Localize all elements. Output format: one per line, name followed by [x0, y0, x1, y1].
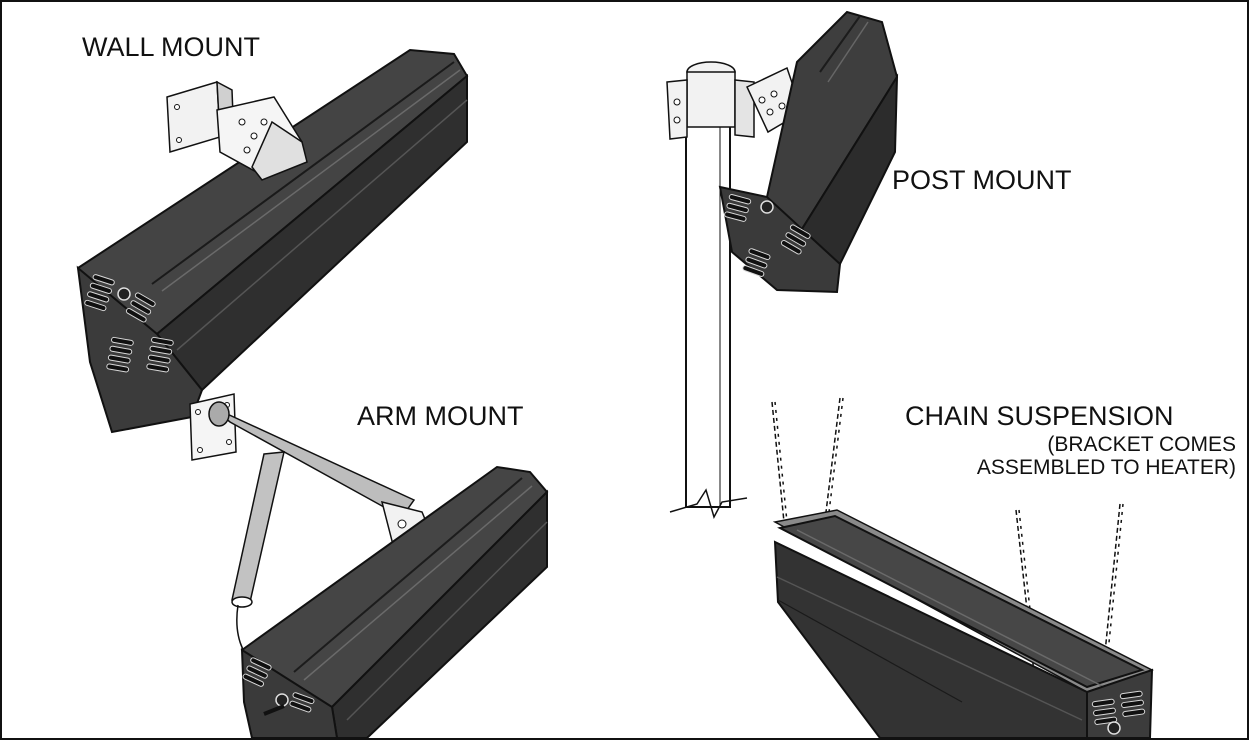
arm-mount-label: ARM MOUNT — [357, 401, 524, 431]
chain-note-line-1: (BRACKET COMES — [1047, 433, 1236, 456]
chain-suspension-illustration — [771, 397, 1154, 738]
wall-mount-illustration — [76, 48, 469, 434]
chain-note-line-2: ASSEMBLED TO HEATER) — [976, 456, 1236, 479]
post-mount-label: POST MOUNT — [892, 165, 1072, 195]
chain-suspension-label: CHAIN SUSPENSION — [905, 401, 1174, 431]
arm-mount-illustration — [189, 393, 549, 738]
wall-mount-label: WALL MOUNT — [82, 32, 261, 62]
chain-suspension-note: (BRACKET COMES ASSEMBLED TO HEATER) — [977, 433, 1236, 479]
post-mount-illustration — [666, 10, 899, 519]
